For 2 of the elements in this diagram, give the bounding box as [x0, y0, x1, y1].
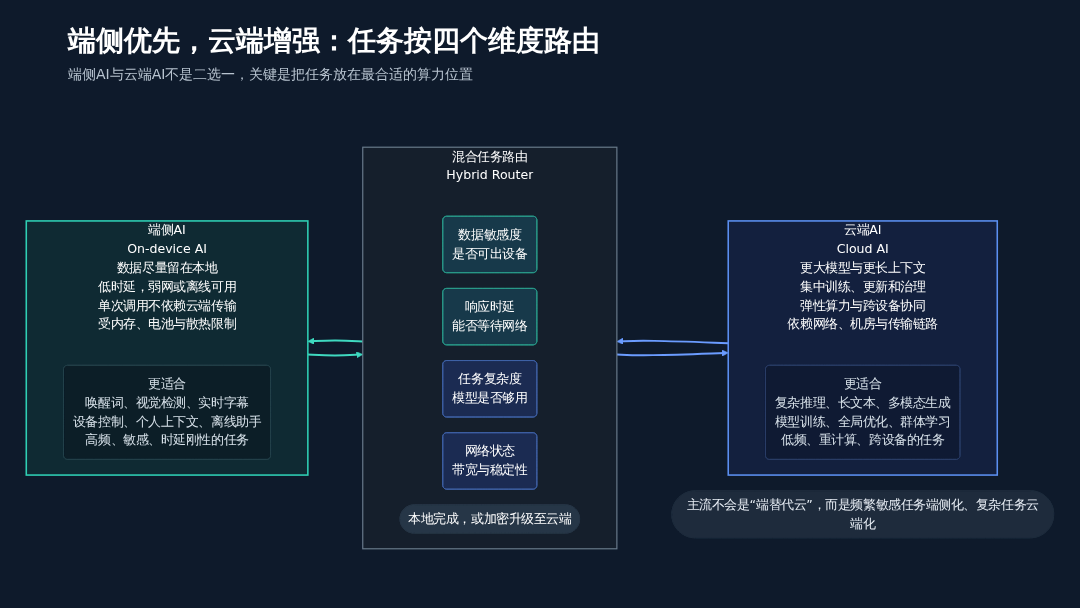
- title: 端侧优先，云端增强：任务按四个维度路由: [68, 23, 600, 59]
- subtitle: 端侧AI与云端AI不是二选一，关键是把任务放在最合适的算力位置: [68, 66, 475, 84]
